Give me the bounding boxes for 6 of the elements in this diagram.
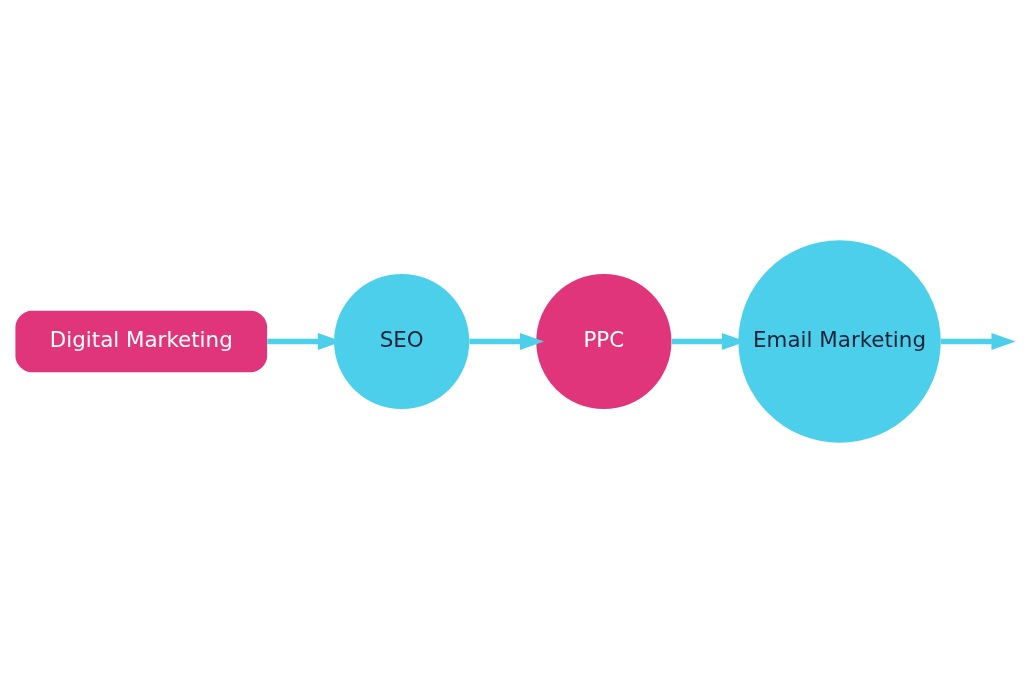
arrow	[940, 333, 1016, 350]
node-circle: PPC	[536, 273, 672, 410]
arrow	[469, 333, 545, 350]
node-circle: Email Marketing	[738, 240, 941, 443]
node-circle: SEO	[334, 273, 470, 410]
node-box: Digital Marketing	[15, 310, 268, 373]
